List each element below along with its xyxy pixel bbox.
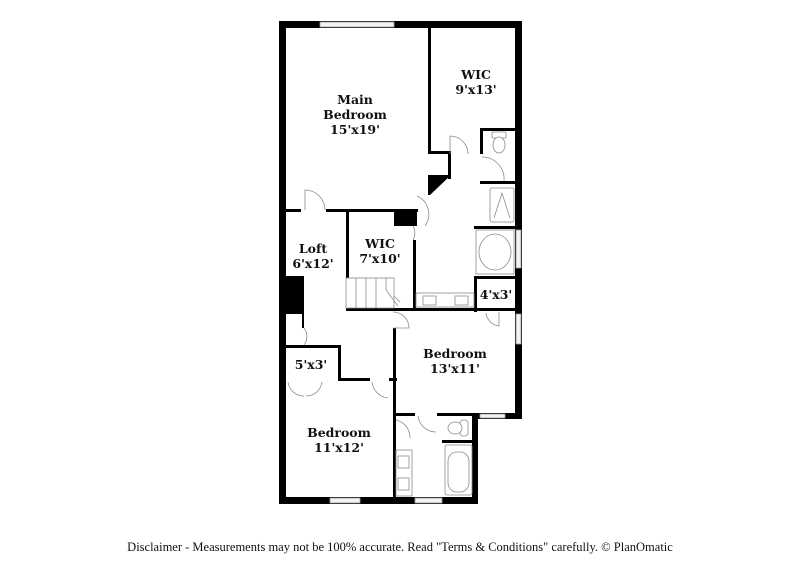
room-name: Loft [298,241,328,256]
room-label-main-bedroom: Main Bedroom 15'x19' [323,92,387,137]
room-dims: 6'x12' [292,256,334,271]
room-dims: 9'x13' [455,82,497,97]
fixtures [345,131,515,497]
disclaimer-text: Disclaimer - Measurements may not be 100… [127,540,673,554]
room-label-closet-5x3: 5'x3' [295,357,328,372]
room-label-wic-2: WIC 7'x10' [359,236,400,266]
interior-walls [279,28,516,498]
room-label-bedroom-2: Bedroom 13'x11' [423,346,487,376]
room-label-wic-main: WIC 9'x13' [455,67,496,97]
room-name: Bedroom [307,425,371,440]
room-dims: 5'x3' [294,357,328,372]
room-dims: 11'x12' [314,440,364,455]
room-label-bedroom-3: Bedroom 11'x12' [307,425,371,455]
room-label-closet-4x3: 4'x3' [480,287,513,302]
room-name: Bedroom [423,346,487,361]
room-name: WIC [461,67,491,82]
room-name: Main [337,92,373,107]
room-dims: 4'x3' [479,287,513,302]
windows [319,21,522,504]
room-label-loft: Loft 6'x12' [292,241,333,271]
room-dims: 13'x11' [430,361,480,376]
room-dims: 7'x10' [359,251,401,266]
room-dims: 15'x19' [330,122,380,137]
doors [287,135,505,439]
staircase [345,277,401,309]
room-name: WIC [365,236,395,251]
room-name-2: Bedroom [323,107,387,122]
